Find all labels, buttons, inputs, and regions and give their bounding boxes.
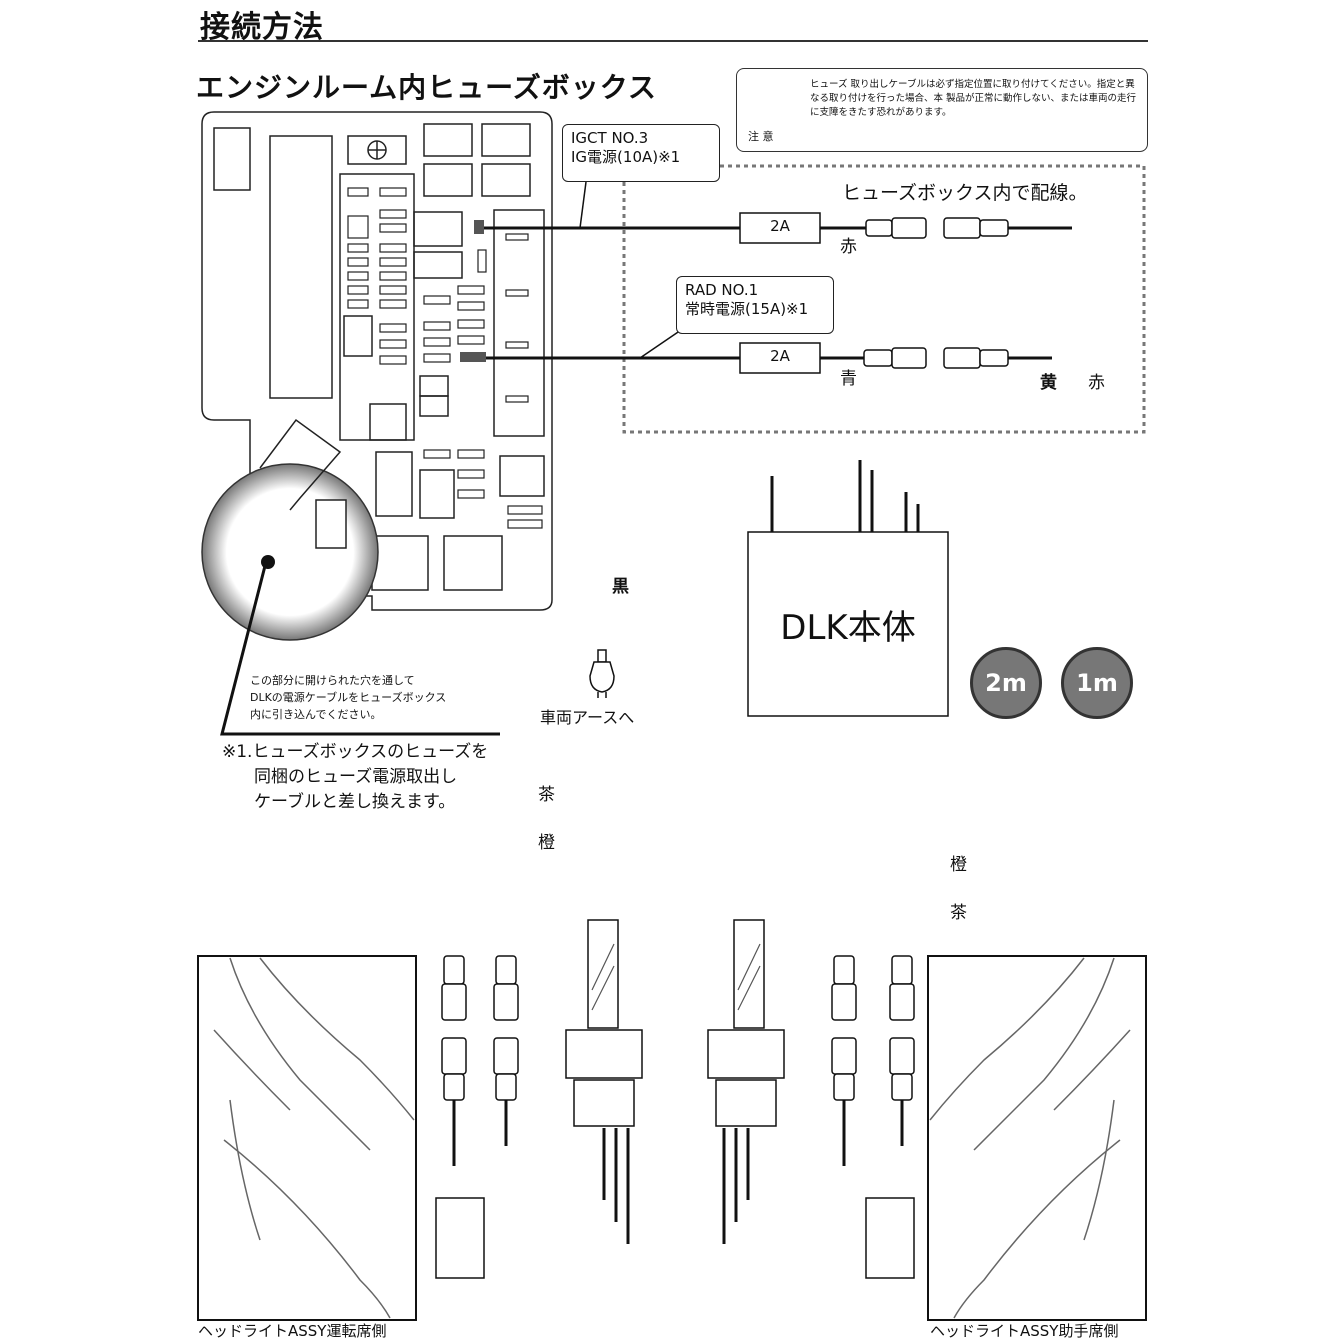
wire-color-label: 茶	[950, 903, 967, 923]
wire-color-label: 茶	[538, 785, 555, 805]
bullet-connectors	[863, 217, 1009, 369]
magnifier-circle	[201, 463, 379, 641]
fuse-area-border	[622, 164, 1146, 434]
wire-color-label: 青	[840, 369, 857, 389]
headlight-passenger-label: ヘッドライトASSY助手席側	[930, 1322, 1119, 1340]
ground-label: 車両アースへ	[540, 708, 635, 727]
caution-label: 注 意	[748, 130, 774, 143]
wire-color-label: 赤	[1088, 373, 1105, 393]
route-note: この部分に開けられた穴を通して DLKの電源ケーブルをヒューズボックス 内に引き…	[250, 674, 447, 721]
harness-connectors	[435, 1029, 915, 1279]
cable-length-badge: 2m	[970, 647, 1042, 719]
fuse-slots	[347, 187, 543, 529]
leader-line	[220, 561, 500, 736]
fuse-slot-rad	[460, 352, 486, 362]
headlight-passenger-panel	[927, 955, 1147, 1321]
cable-length-badge: 1m	[1061, 647, 1133, 719]
harness-tube-left	[587, 919, 619, 1029]
fuse-callout-rad: RAD NO.1 常時電源(15A)※1	[676, 276, 834, 334]
dlk-unit-box	[747, 531, 949, 717]
ground-terminal-icon	[589, 649, 615, 698]
warning-box	[736, 68, 1148, 152]
fuse-desc: 常時電源(15A)※1	[685, 300, 809, 318]
dlk-unit-label: DLK本体	[780, 608, 916, 648]
title-divider	[198, 40, 1148, 42]
wire-color-label: 黄	[1040, 373, 1057, 393]
harness-tube-right	[733, 919, 765, 1029]
wire-color-label: 橙	[950, 855, 967, 875]
fuse-area-label: ヒューズボックス内で配線。	[842, 182, 1088, 204]
wire-connectors	[441, 955, 915, 1101]
fuse-box-relay-left	[213, 127, 251, 191]
inline-fuse-1	[739, 212, 821, 244]
section-title: エンジンルーム内ヒューズボックス	[196, 71, 657, 104]
wire-color-label: 赤	[840, 237, 857, 257]
warning-text: ヒューズ 取り出しケーブルは必ず指定位置に取り付けてください。指定と異なる取り付…	[810, 79, 1137, 118]
headlight-driver-panel	[197, 955, 417, 1321]
wire-color-label: 黒	[612, 577, 629, 597]
wire-color-label: 橙	[538, 833, 555, 853]
grommet-hole-icon	[261, 555, 275, 569]
fuse-slot-igct	[474, 220, 484, 234]
inline-fuse-2	[739, 342, 821, 374]
fuse-name: IGCT NO.3	[571, 129, 649, 147]
fuse-desc: IG電源(10A)※1	[571, 148, 681, 166]
inline-fuse-rating: 2A	[770, 347, 790, 365]
footnote: ※1.ヒューズボックスのヒューズを 同梱のヒューズ電源取出し ケーブルと差し換え…	[222, 742, 489, 812]
page-title: 接続方法	[200, 10, 324, 45]
fuse-box-outline	[201, 111, 553, 611]
fuse-box-long-block	[269, 135, 333, 399]
inline-fuse-rating: 2A	[770, 217, 790, 235]
fuse-name: RAD NO.1	[685, 281, 759, 299]
fuse-callout-igct: IGCT NO.3 IG電源(10A)※1	[562, 124, 720, 182]
plus-terminal-icon	[367, 140, 387, 160]
headlight-driver-label: ヘッドライトASSY運転席側	[198, 1322, 387, 1340]
